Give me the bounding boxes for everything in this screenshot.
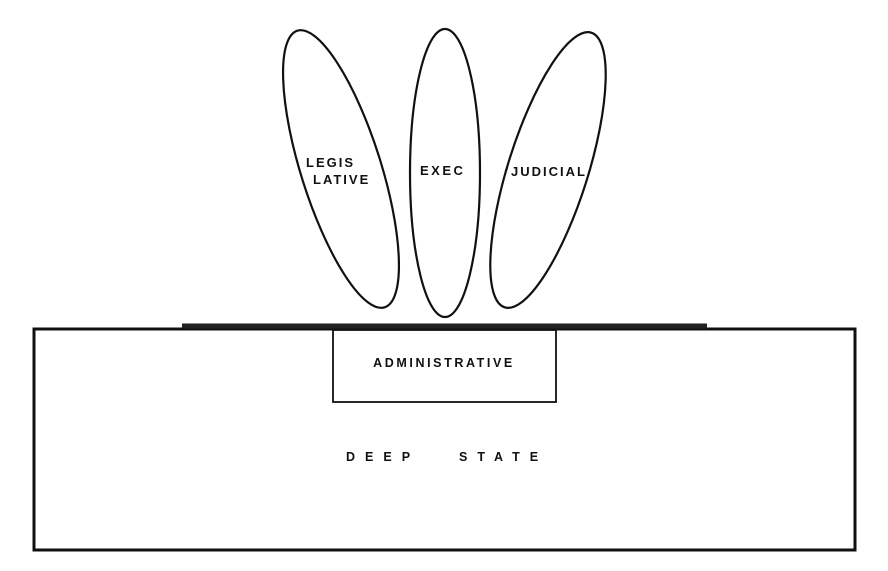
administrative-label: ADMINISTRATIVE [373, 356, 515, 370]
legislative-label-line1: LEGIS [306, 155, 355, 170]
top-bar [182, 323, 707, 329]
executive-ellipse [408, 27, 482, 319]
judicial-ellipse [489, 31, 607, 309]
legislative-label-line2: LATIVE [313, 172, 370, 187]
deep-state-box [32, 327, 857, 552]
judicial-label: JUDICIAL [511, 164, 587, 179]
legislative-ellipse [281, 29, 401, 309]
deep-state-label-word1: DEEP [346, 450, 420, 464]
executive-label: EXEC [420, 163, 465, 178]
administrative-box [332, 329, 557, 403]
deep-state-label-word2: STATE [459, 450, 548, 464]
